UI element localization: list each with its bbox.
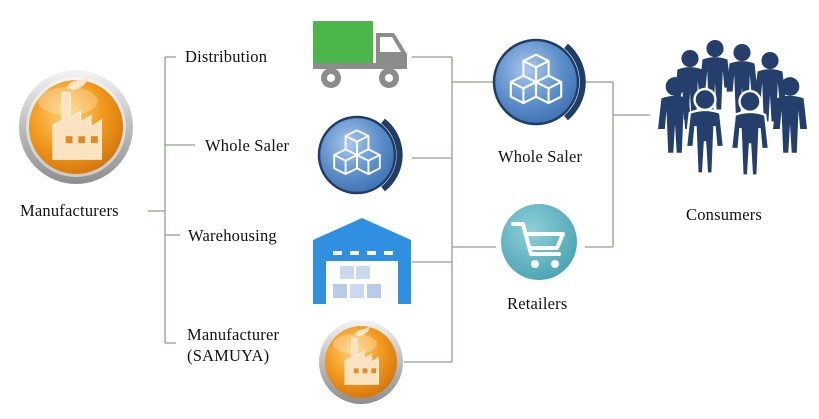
manufacturers-label: Manufacturers <box>20 201 119 220</box>
manufacturer-samuya-label-line1: Manufacturer <box>187 325 280 344</box>
consumers-label: Consumers <box>686 205 763 224</box>
warehousing-warehouse-icon <box>313 218 411 304</box>
connector-lines <box>148 56 650 363</box>
whole-saler-right-boxes-icon <box>492 38 586 126</box>
manufacturer-samuya-factory-icon <box>319 320 403 404</box>
whole-saler-right-label: Whole Saler <box>498 147 583 166</box>
retailers-label: Retailers <box>507 294 568 313</box>
whole-saler-left-label: Whole Saler <box>205 136 290 155</box>
manufacturer-samuya-label: Manufacturer (SAMUYA) <box>187 324 279 366</box>
consumers-people-group-icon <box>658 40 807 177</box>
distribution-truck-icon <box>313 21 407 88</box>
manufacturer-samuya-label-line2: (SAMUYA) <box>187 346 270 365</box>
warehousing-label: Warehousing <box>188 226 277 245</box>
whole-saler-left-boxes-icon <box>317 115 403 195</box>
distribution-label: Distribution <box>185 47 268 66</box>
retailers-shopping-cart-icon <box>501 204 577 280</box>
manufacturers-factory-icon <box>19 70 133 184</box>
